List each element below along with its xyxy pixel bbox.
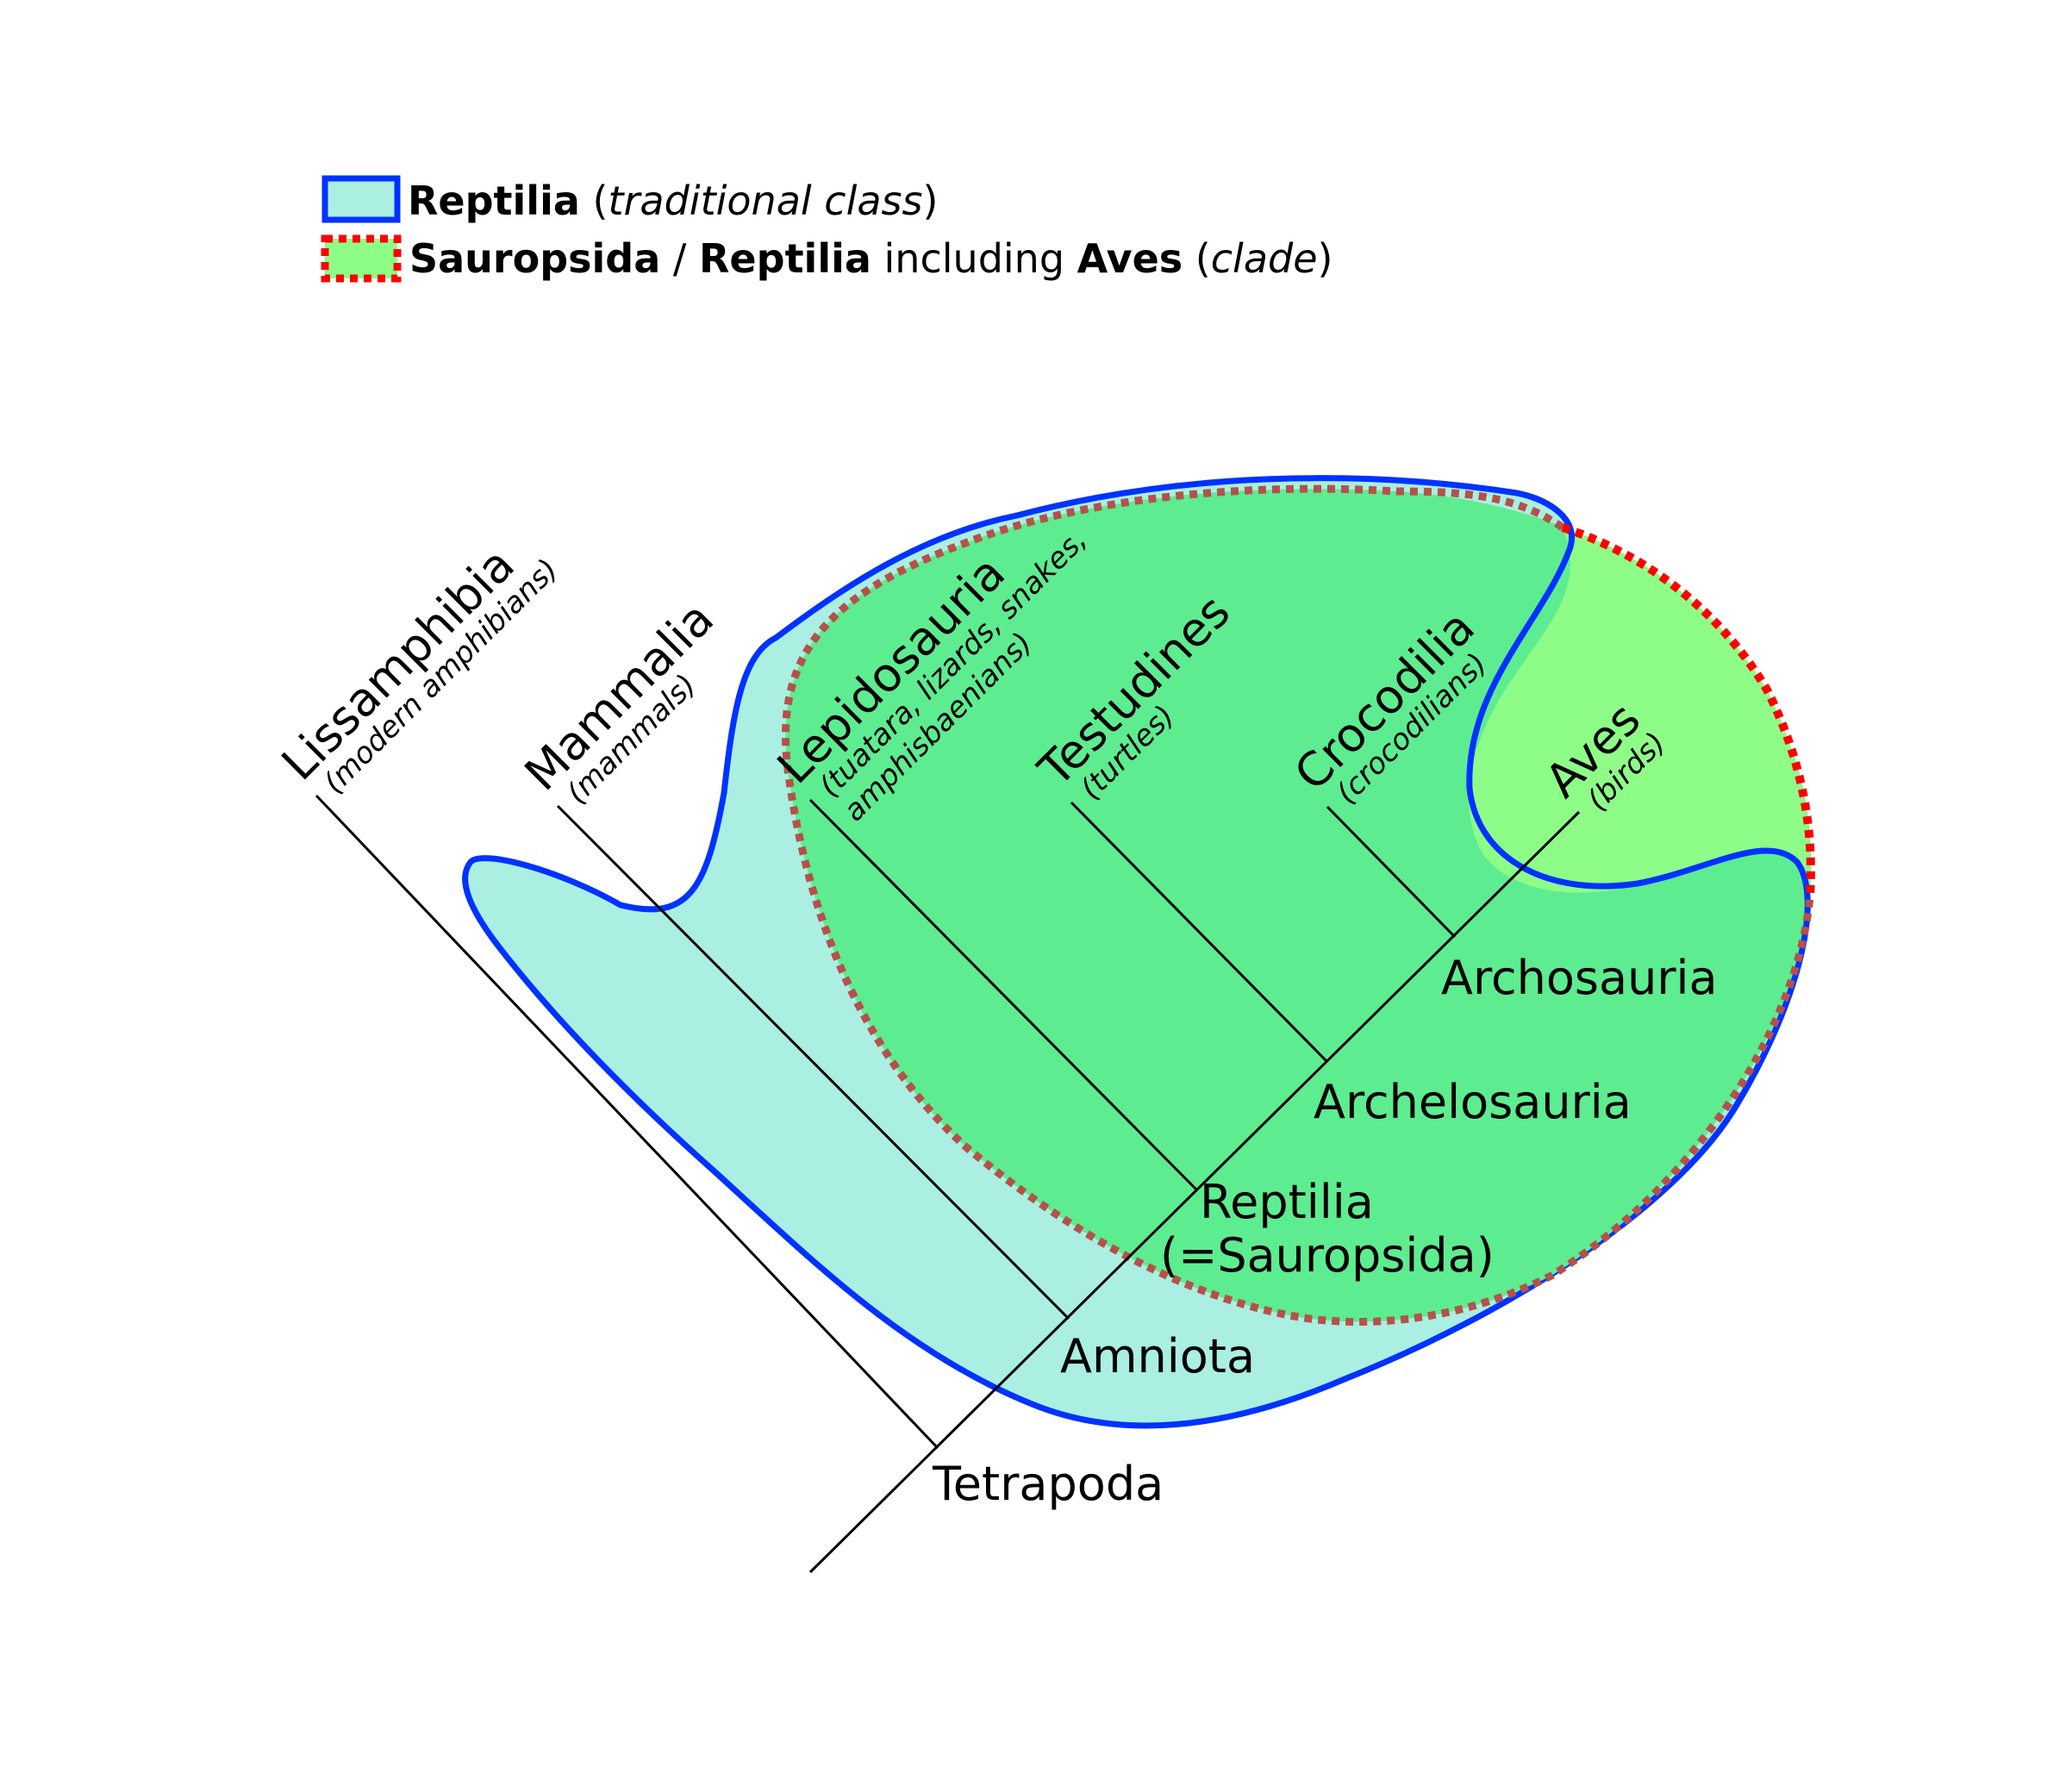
legend-sauropsida-entry: Sauropsida / Reptilia including Aves (cl… (409, 235, 1332, 282)
aves-dotted-border (1561, 523, 1815, 897)
legend-sauropsida-close: ) (1318, 235, 1333, 282)
cladogram-branches (315, 794, 1581, 1574)
node-label-sauropsida: (=Sauropsida) (1160, 1228, 1495, 1283)
legend: Reptilia (traditional class) Sauropsida … (321, 175, 1332, 283)
sauropsida-dotted-border (782, 484, 1814, 1326)
trunk-line (808, 810, 1581, 1574)
node-label-amniota: Amniota (1060, 1329, 1255, 1383)
branch-crocodilia (1326, 805, 1457, 939)
branch-testudines (1070, 801, 1329, 1064)
legend-sauropsida-sep: / (660, 235, 699, 282)
reptilia-swatch-icon (321, 175, 401, 223)
legend-sauropsida-open: ( (1183, 235, 1211, 282)
node-label-reptilia: Reptilia (1200, 1175, 1374, 1229)
taxon-label-mammalia: Mammalia (mammals) (515, 591, 724, 811)
legend-sauropsida-mid: including (871, 235, 1077, 282)
legend-reptilia-clade-name: Reptilia (699, 235, 871, 282)
legend-reptilia-open: ( (580, 178, 608, 224)
branch-lissamphibia (315, 794, 939, 1450)
legend-aves-name: Aves (1077, 235, 1183, 282)
node-label-archelosauria: Archelosauria (1314, 1075, 1632, 1129)
node-label-tetrapoda: Tetrapoda (932, 1457, 1164, 1511)
legend-reptilia-name: Reptilia (408, 178, 580, 224)
legend-reptilia-entry: Reptilia (traditional class) (408, 178, 938, 224)
legend-sauropsida-name: Sauropsida (409, 235, 660, 282)
branch-lepidosauria (808, 798, 1198, 1191)
node-label-archosauria: Archosauria (1441, 951, 1718, 1005)
aves-region (1469, 528, 1811, 896)
legend-reptilia-desc: traditional class (608, 178, 922, 224)
legend-reptilia-close: ) (922, 178, 938, 224)
sauropsida-swatch-icon (321, 234, 402, 283)
legend-sauropsida-desc: clade (1211, 235, 1318, 282)
branch-mammalia (556, 804, 1070, 1321)
lissamphibia-name: Lissamphibia (271, 537, 525, 790)
